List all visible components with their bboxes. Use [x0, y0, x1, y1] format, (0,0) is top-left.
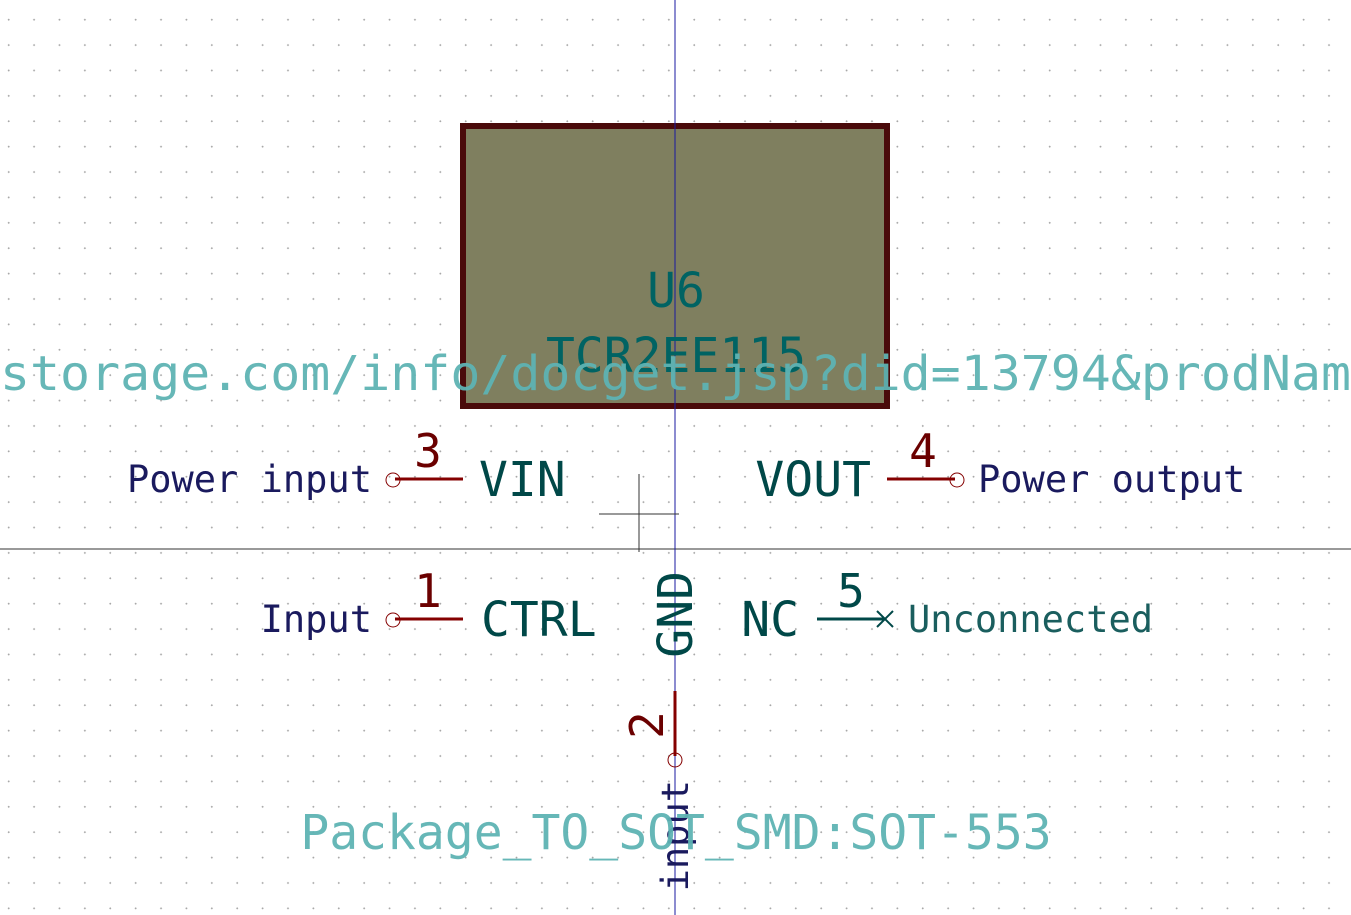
pin-4-vout[interactable]: 4 VOUT Power output — [755, 424, 1245, 508]
pin-2-gnd[interactable]: 2 GND r input — [620, 571, 704, 915]
pin-electrical-type: Unconnected — [908, 598, 1153, 641]
pin-anchor-circle — [385, 472, 401, 488]
pin-number: 3 — [414, 424, 442, 478]
value-label[interactable]: TCR2EE115 — [546, 328, 806, 384]
pin-electrical-type: r input — [654, 780, 697, 915]
pin-5-nc[interactable]: 5 NC Unconnected — [741, 564, 1153, 648]
pin-1-ctrl[interactable]: 1 CTRL Input — [261, 564, 597, 648]
footprint-field[interactable]: Package_TO_SOT_SMD:SOT-553 — [300, 805, 1051, 861]
pin-3-vin[interactable]: 3 VIN Power input — [127, 424, 566, 508]
pin-name: VIN — [479, 452, 566, 508]
pin-number: 5 — [837, 564, 865, 618]
no-connect-x-icon — [876, 610, 894, 628]
pin-anchor-circle — [949, 472, 965, 488]
pin-number: 4 — [909, 424, 937, 478]
datasheet-field[interactable]: storage.com/info/docget.jsp?did=13794&pr… — [0, 346, 1351, 402]
reference-label[interactable]: U6 — [647, 263, 705, 319]
pin-electrical-type: Input — [261, 598, 372, 641]
pin-anchor-circle — [667, 752, 683, 768]
pin-number: 1 — [414, 564, 442, 618]
pin-name: GND — [648, 571, 704, 658]
pin-electrical-type: Power input — [127, 458, 372, 501]
pin-anchor-circle — [385, 612, 401, 628]
pin-number: 2 — [620, 711, 674, 739]
pin-name: CTRL — [481, 592, 597, 648]
pin-name: VOUT — [755, 452, 871, 508]
pin-electrical-type: Power output — [978, 458, 1245, 501]
pin-name: NC — [741, 592, 799, 648]
